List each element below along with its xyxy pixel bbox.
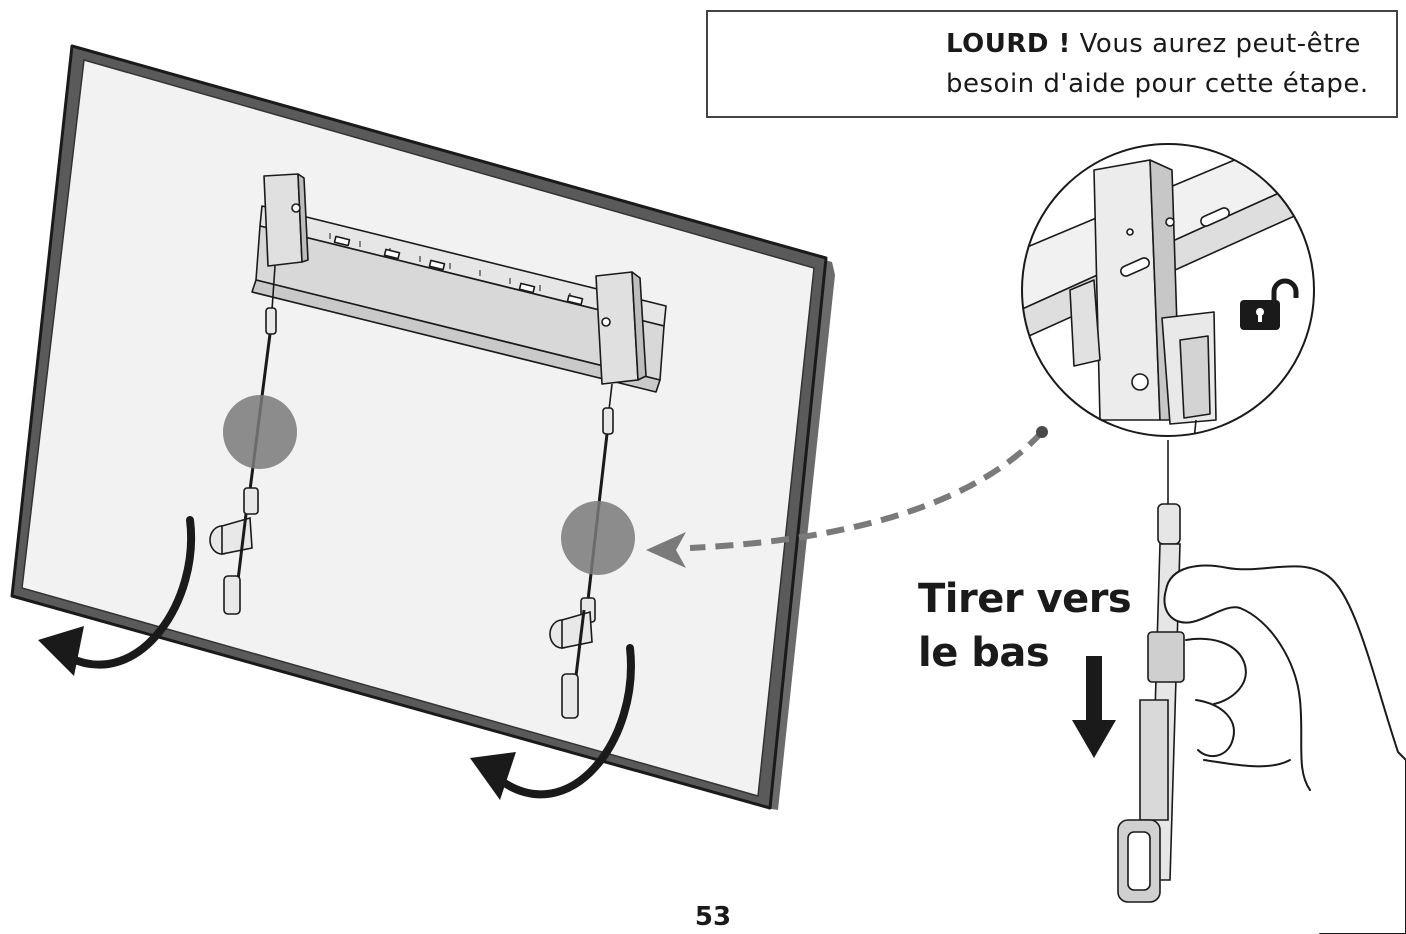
wall-bracket <box>251 173 667 393</box>
tv-panel <box>10 44 835 810</box>
left-pull-cord <box>209 265 277 615</box>
left-rotation-arrow <box>38 516 196 676</box>
warning-message-line2: besoin d'aide pour cette étape. <box>946 69 1369 99</box>
pull-strap <box>1117 440 1185 903</box>
right-rotation-arrow <box>470 644 635 800</box>
hand <box>1163 564 1406 934</box>
left-highlight-dot <box>223 395 297 469</box>
page-number: 53 <box>694 902 732 932</box>
callout-dashed-arrow <box>646 426 1048 568</box>
heavy-label: LOURD ! <box>946 29 1071 59</box>
right-pull-cord <box>549 383 614 719</box>
warning-box <box>706 10 1398 118</box>
pull-down-line1: Tirer vers <box>918 576 1132 622</box>
right-highlight-dot <box>561 501 635 575</box>
pull-down-instruction: Tirer vers le bas <box>918 572 1132 680</box>
pull-down-line2: le bas <box>918 630 1050 676</box>
warning-message-line1: Vous aurez peut-être <box>1079 29 1361 59</box>
unlocked-padlock-icon <box>1240 278 1299 330</box>
warning-message: LOURD ! Vous aurez peut-être besoin d'ai… <box>946 24 1398 104</box>
down-arrow-icon <box>1072 656 1116 758</box>
